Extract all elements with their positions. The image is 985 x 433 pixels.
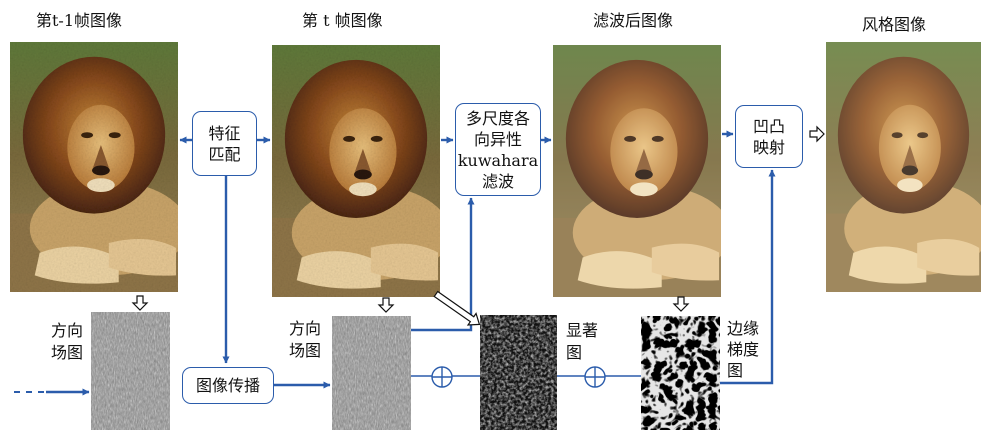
arrow-field2-to-kuwahara xyxy=(411,197,475,332)
arrow-edge-to-emboss xyxy=(720,169,776,385)
open-arrow-curr-to-field2 xyxy=(377,297,395,313)
title-frame-curr: 第 t 帧图像 xyxy=(302,11,383,30)
saliency-label: 显著 图 xyxy=(566,321,599,362)
kuwahara-filter-box: 多尺度各 向异性 kuwahara 滤波 xyxy=(455,103,541,196)
plus-operator-2 xyxy=(584,366,606,388)
emboss-mapping-box: 凹凸 映射 xyxy=(735,105,803,168)
open-arrow-curr-to-saliency xyxy=(433,290,481,326)
open-arrow-emboss-to-stylized xyxy=(809,125,825,143)
direction-field-image-2 xyxy=(332,316,411,430)
edge-gradient-label: 边缘 梯度 图 xyxy=(727,319,760,380)
title-filtered: 滤波后图像 xyxy=(593,11,674,30)
open-arrow-filtered-to-edge xyxy=(672,296,690,312)
stylized-image xyxy=(826,42,981,292)
title-stylized: 风格图像 xyxy=(862,15,927,34)
direction-field-label-2: 方向 场图 xyxy=(289,319,322,360)
direction-field-image-1 xyxy=(91,312,170,430)
image-propagation-box: 图像传播 xyxy=(182,367,274,404)
open-arrow-prev-to-field1 xyxy=(131,295,149,311)
edge-gradient-image xyxy=(641,316,720,430)
feature-match-box: 特征 匹配 xyxy=(192,111,257,176)
direction-field-label-1: 方向 场图 xyxy=(51,321,84,362)
title-frame-prev: 第t-1帧图像 xyxy=(36,11,123,30)
saliency-map-image xyxy=(480,315,557,430)
plus-operator-1 xyxy=(431,366,453,388)
